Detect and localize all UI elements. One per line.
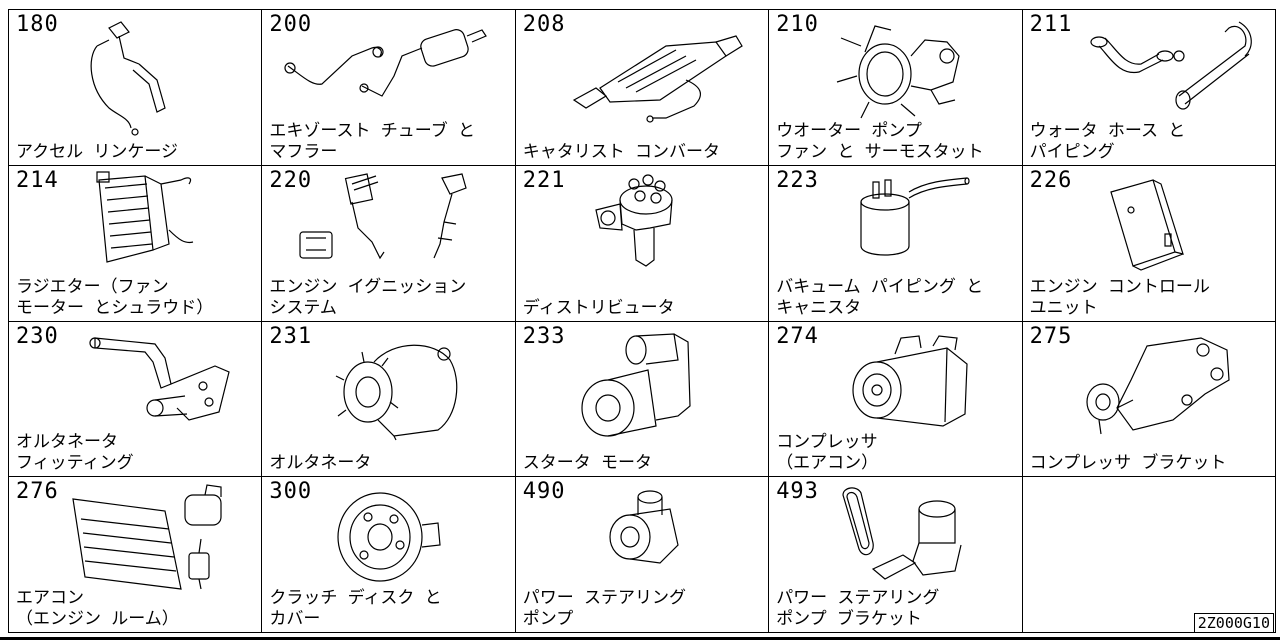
part-cell-274[interactable]: 274 コンプレッサ（エアコン）: [769, 321, 1023, 478]
part-number: 231: [269, 323, 313, 349]
part-label: エンジン イグニッションシステム: [269, 276, 467, 318]
compressor-bracket-icon: [1077, 330, 1257, 440]
part-label: コンプレッサ（エアコン）: [776, 432, 879, 474]
part-label: ラジエター（ファンモーター とシュラウド）: [16, 276, 214, 318]
part-cell-180[interactable]: 180 アクセル リンケージ: [9, 10, 263, 166]
part-number: 230: [16, 323, 59, 349]
part-label: オルタネータ: [269, 453, 372, 474]
parts-index-grid: 180 アクセル リンケージ 200 エキゾースト チューブ とマ: [8, 9, 1276, 633]
part-label: エキゾースト チューブ とマフラー: [269, 120, 475, 162]
part-cell-220[interactable]: 220 エンジン イグニッションシステム: [262, 165, 516, 322]
clutch-disc-icon: [334, 485, 444, 585]
alternator-icon: [334, 330, 464, 440]
part-cell-223[interactable]: 223 バキューム パイピング とキャニスタ: [769, 165, 1023, 322]
engine-control-unit-icon: [1103, 174, 1203, 274]
ac-engine-room-icon: [65, 485, 245, 595]
part-label: エンジン コントロールユニット: [1029, 276, 1210, 318]
part-number: 490: [522, 479, 566, 505]
part-cell-214[interactable]: 214 ラジエター（ファンモーター とシュラウド）: [9, 165, 263, 322]
part-number: 221: [522, 167, 566, 193]
part-number: 276: [16, 479, 59, 505]
radiator-icon: [89, 170, 199, 266]
part-cell-230[interactable]: 230 オルタネータフィッティング: [9, 321, 263, 478]
part-label: コンプレッサ ブラケット: [1029, 453, 1227, 474]
part-cell-200[interactable]: 200 エキゾースト チューブ とマフラー: [262, 10, 516, 166]
part-number: 210: [776, 12, 819, 37]
part-label: アクセル リンケージ: [16, 141, 179, 162]
power-steering-pump-icon: [604, 485, 684, 577]
part-label: バキューム パイピング とキャニスタ: [776, 276, 984, 318]
power-steering-bracket-icon: [833, 483, 983, 587]
part-cell-231[interactable]: 231 オルタネータ: [262, 321, 516, 478]
part-label: ウオーター ポンプファン と サーモスタット: [776, 120, 984, 162]
accelerator-linkage-icon: [69, 18, 179, 138]
part-number: 274: [776, 323, 819, 349]
vacuum-canister-icon: [855, 172, 975, 268]
part-label: ディストリビュータ: [522, 297, 675, 318]
ac-compressor-icon: [847, 334, 977, 434]
part-cell-221[interactable]: 221 ディストリビュータ: [515, 165, 770, 322]
part-cell-210[interactable]: 210 ウオーター ポンプファン と サーモスタット: [769, 10, 1023, 166]
part-number: 200: [269, 12, 313, 37]
part-number: 493: [776, 479, 819, 505]
part-label: パワー ステアリングポンプ ブラケット: [776, 588, 940, 629]
alternator-fitting-icon: [85, 328, 235, 428]
part-cell-276[interactable]: 276 エアコン（エンジン ルーム）: [9, 477, 263, 633]
water-pump-fan-icon: [835, 16, 965, 121]
part-label: パワー ステアリングポンプ: [522, 588, 687, 629]
part-number: 223: [776, 167, 819, 193]
bottom-rule: [0, 637, 1280, 640]
part-label: エアコン（エンジン ルーム）: [16, 588, 179, 629]
part-number: 220: [269, 167, 313, 193]
part-label: キャタリスト コンバータ: [522, 141, 721, 162]
starter-motor-icon: [578, 330, 698, 440]
part-cell-226[interactable]: 226 エンジン コントロールユニット: [1022, 165, 1276, 322]
part-cell-490[interactable]: 490 パワー ステアリングポンプ: [515, 477, 770, 633]
catalytic-converter-icon: [566, 22, 756, 132]
part-label: スタータ モータ: [522, 453, 653, 474]
part-number: 214: [16, 167, 59, 193]
part-number: 275: [1029, 323, 1073, 349]
part-label: ウォータ ホース とパイピング: [1029, 120, 1186, 162]
diagram-code: 2Z000G10: [1193, 613, 1274, 632]
part-number: 211: [1029, 12, 1073, 37]
part-cell-233[interactable]: 233 スタータ モータ: [515, 321, 770, 478]
part-number: 180: [16, 12, 59, 37]
ignition-system-icon: [292, 172, 482, 272]
empty-cell: [1022, 477, 1276, 633]
part-label: クラッチ ディスク とカバー: [269, 588, 442, 629]
exhaust-muffler-icon: [282, 16, 502, 116]
water-hose-icon: [1059, 16, 1249, 116]
part-label: オルタネータフィッティング: [16, 432, 134, 474]
part-cell-211[interactable]: 211 ウォータ ホース とパイピング: [1022, 10, 1276, 166]
part-cell-208[interactable]: 208 キャタリスト コンバータ: [515, 10, 770, 166]
part-number: 208: [522, 12, 566, 37]
part-cell-275[interactable]: 275 コンプレッサ ブラケット: [1022, 321, 1276, 478]
part-number: 226: [1029, 167, 1073, 193]
distributor-icon: [590, 170, 690, 280]
part-cell-493[interactable]: 493 パワー ステアリングポンプ ブラケット: [769, 477, 1023, 633]
part-number: 300: [269, 479, 313, 505]
part-number: 233: [522, 323, 566, 349]
part-cell-300[interactable]: 300 クラッチ ディスク とカバー: [262, 477, 516, 633]
